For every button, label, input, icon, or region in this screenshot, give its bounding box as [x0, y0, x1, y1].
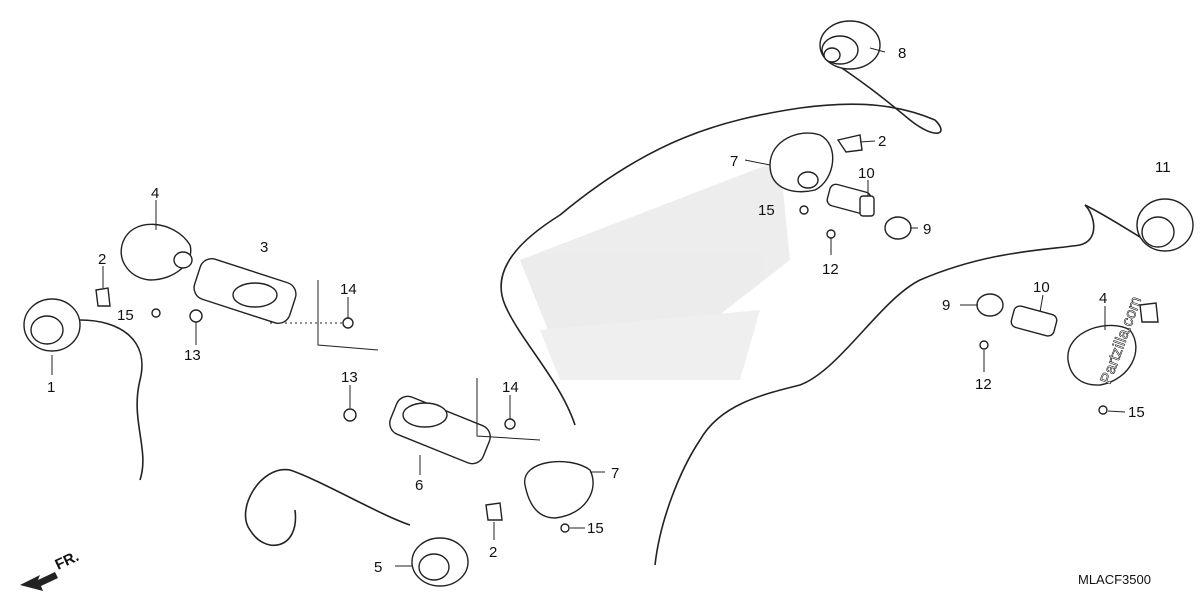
callout-11: 11 — [1155, 159, 1171, 176]
part-4-lens-left — [120, 223, 193, 281]
part-14-bolt-lower — [504, 418, 516, 430]
part-2-clip-lower — [485, 502, 503, 521]
part-7-lens-lower — [524, 460, 594, 519]
part-2-clip-left — [95, 287, 111, 307]
callout-9-right: 9 — [942, 297, 950, 314]
callout-8: 8 — [898, 45, 906, 62]
part-9-bulb-right — [976, 293, 1004, 317]
part-15-screw-lower — [560, 523, 570, 533]
callout-9-top: 9 — [923, 221, 931, 238]
part-2-clip-right — [1139, 302, 1159, 323]
callout-7-lower: 7 — [611, 465, 619, 482]
callout-12-right: 12 — [975, 376, 992, 393]
part-12-screw-right — [979, 340, 989, 350]
leader-lines — [51, 47, 1126, 567]
callout-5: 5 — [374, 559, 382, 576]
callout-15-right: 15 — [1128, 404, 1145, 421]
part-5-turn-signal — [244, 469, 469, 587]
callout-6: 6 — [415, 477, 423, 494]
background-logo-watermark — [520, 160, 790, 380]
part-15-screw-right — [1098, 405, 1108, 415]
callout-3: 3 — [260, 239, 268, 256]
part-13-bolt-lower — [343, 408, 357, 422]
callout-15-left: 15 — [117, 307, 134, 324]
part-13-bolt-left — [189, 309, 203, 323]
callout-14-lower: 14 — [502, 379, 519, 396]
callout-4-right: 4 — [1099, 290, 1107, 307]
part-11-turn-signal — [1136, 198, 1194, 252]
part-15-screw-top — [799, 205, 809, 215]
callout-14-left: 14 — [340, 281, 357, 298]
callout-1: 1 — [47, 379, 55, 396]
callout-7-top: 7 — [730, 153, 738, 170]
part-10-socket-right — [1010, 305, 1058, 337]
callout-4-left: 4 — [151, 185, 159, 202]
part-12-screw-top — [826, 229, 836, 239]
part-10-socket-top — [826, 183, 875, 217]
callout-2-top: 2 — [878, 133, 886, 150]
front-label: FR. — [53, 548, 82, 574]
part-7-lens-top — [769, 132, 834, 193]
part-9-bulb-top — [884, 216, 912, 240]
callout-12-top: 12 — [822, 261, 839, 278]
front-direction-arrow-icon: FR. — [20, 548, 82, 591]
part-4-lens-right — [1067, 324, 1137, 386]
diagram-code: MLACF3500 — [1078, 572, 1151, 587]
part-14-bolt-left — [342, 317, 354, 329]
part-3-mount-arm — [193, 257, 297, 325]
callout-15-top: 15 — [758, 202, 775, 219]
callout-2-lower: 2 — [489, 544, 497, 561]
callout-10-top: 10 — [858, 165, 875, 182]
part-15-screw-left — [151, 308, 161, 318]
part-1-turn-signal — [23, 298, 144, 481]
part-2-clip-top — [836, 134, 863, 153]
callout-13-lower: 13 — [341, 369, 358, 386]
callout-2-left: 2 — [98, 251, 106, 268]
part-6-mount-arm — [389, 395, 491, 465]
callout-15-lower: 15 — [587, 520, 604, 537]
callout-13-left: 13 — [184, 347, 201, 364]
part-8-rear-turn-signal — [819, 20, 881, 70]
callout-10-right: 10 — [1033, 279, 1050, 296]
main-wire-harness — [500, 59, 1146, 566]
